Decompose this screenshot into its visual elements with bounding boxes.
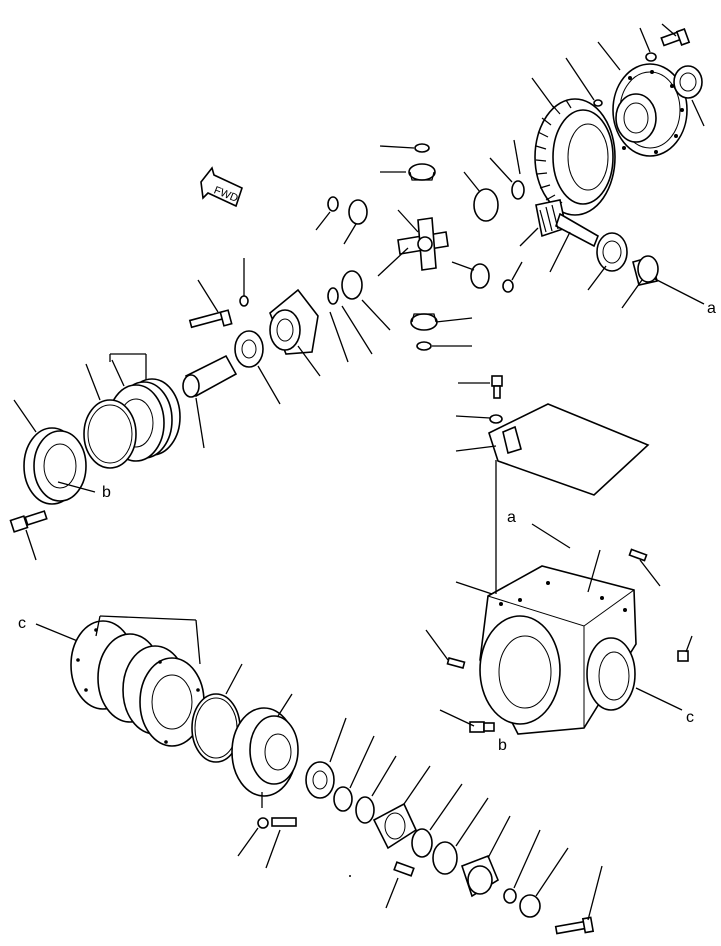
washer-cover: [489, 414, 503, 424]
fwd-direction-arrow: FWD: [200, 166, 243, 208]
differential-case-assembly: [593, 28, 703, 157]
o-ring-upper: [83, 399, 137, 469]
pin-small: [593, 99, 603, 107]
bearing-mid-left: [234, 330, 264, 368]
differential-case-left: [269, 288, 319, 355]
pinion-bearing-cup: [632, 255, 659, 286]
bearing-lower: [305, 761, 335, 799]
bearing-top-right: [673, 65, 703, 99]
stud-small: [446, 548, 648, 669]
plug-right: [677, 650, 689, 662]
bolt-housing-bottom: [469, 721, 495, 733]
output-flange: [460, 854, 500, 898]
bolt-flange: [554, 916, 595, 935]
brake-housing-upper: [23, 427, 87, 505]
washer-flange: [519, 894, 541, 918]
marker-dot: [349, 875, 351, 877]
washer-top-right: [645, 52, 657, 62]
thrust-washer-left: [327, 196, 339, 212]
seal-small-lower: [432, 841, 458, 875]
retainer-plate: [372, 802, 418, 850]
leader-line: [654, 278, 705, 305]
callout-a-lower: a: [507, 509, 516, 526]
callout-b-upper: b: [102, 484, 111, 501]
pinion-gear: [535, 199, 599, 248]
thrust-washer-right: [502, 279, 514, 293]
callout-c-left: c: [18, 615, 26, 632]
side-gear-left: [327, 270, 363, 305]
differential-case-half: [612, 63, 688, 157]
ring-gear: [534, 98, 616, 216]
leader-lines: [13, 23, 705, 921]
thrust-washer-top: [414, 143, 430, 153]
bolt-mid-left: [188, 309, 233, 329]
snap-ring-lower: [355, 796, 375, 824]
axle-shaft-splined: [182, 354, 238, 398]
brake-housing-lower: [231, 707, 299, 797]
leader-line: [57, 481, 96, 493]
bolt-lower-housing: [257, 817, 297, 829]
leader-line: [35, 623, 81, 643]
pinion-gear-left-small: [327, 196, 368, 225]
thrust-washer-bottom: [416, 341, 432, 351]
bolt-lower-left: [9, 510, 48, 533]
bolt-top-right: [660, 28, 691, 47]
bolt-cover: [491, 375, 503, 399]
cover-plate: [488, 403, 650, 496]
bearing-small-lower: [411, 828, 433, 858]
pinion-gear-right-small: [470, 180, 525, 293]
callout-a-upper: a: [707, 300, 716, 317]
o-ring-small: [503, 888, 517, 904]
side-gear-top: [408, 143, 436, 181]
seal-lower: [333, 786, 353, 812]
spider-cross: [397, 217, 449, 271]
side-gear-bottom: [410, 313, 438, 351]
callout-c-right: c: [686, 709, 694, 726]
axle-housing: [479, 565, 637, 735]
leader-line: [531, 523, 571, 549]
bolt-retainer: [393, 861, 415, 877]
pinion-bearing: [596, 232, 628, 272]
friction-plate-stack: [70, 620, 205, 747]
leader-line: [635, 687, 683, 711]
callout-b-lower: b: [498, 737, 507, 754]
washer-mid-left: [239, 295, 249, 307]
